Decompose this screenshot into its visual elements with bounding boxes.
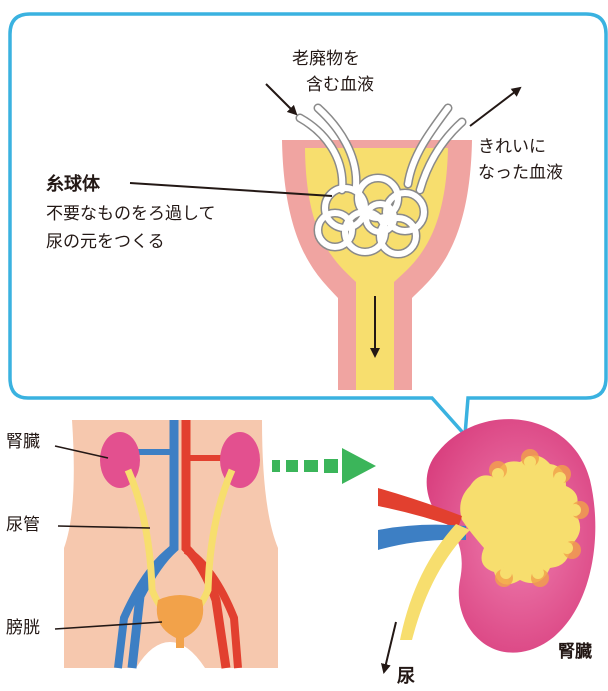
closeup-kidney-label: 腎臓 [558,640,592,665]
waste-blood-label-line2: 含む血液 [306,73,374,98]
kidney-closeup [378,419,595,653]
glomerulus-desc-line1: 不要なものをろ過して [46,202,216,227]
body-bladder-label: 膀胱 [6,616,40,641]
glomerulus-label: 糸球体 [46,172,100,197]
urine-arrow [384,622,396,672]
zoom-arrow [272,448,376,484]
body-ureter-label: 尿管 [6,513,40,538]
closeup-urine-label: 尿 [397,664,415,689]
waste-blood-label-line1: 老廃物を [292,47,360,72]
clean-blood-label-line2: なった血液 [478,161,563,186]
body-kidney-label: 腎臓 [6,430,40,455]
glomerulus-desc-line2: 尿の元をつくる [46,230,165,255]
clean-blood-label-line1: きれいに [478,135,546,160]
body-illustration [64,420,278,668]
